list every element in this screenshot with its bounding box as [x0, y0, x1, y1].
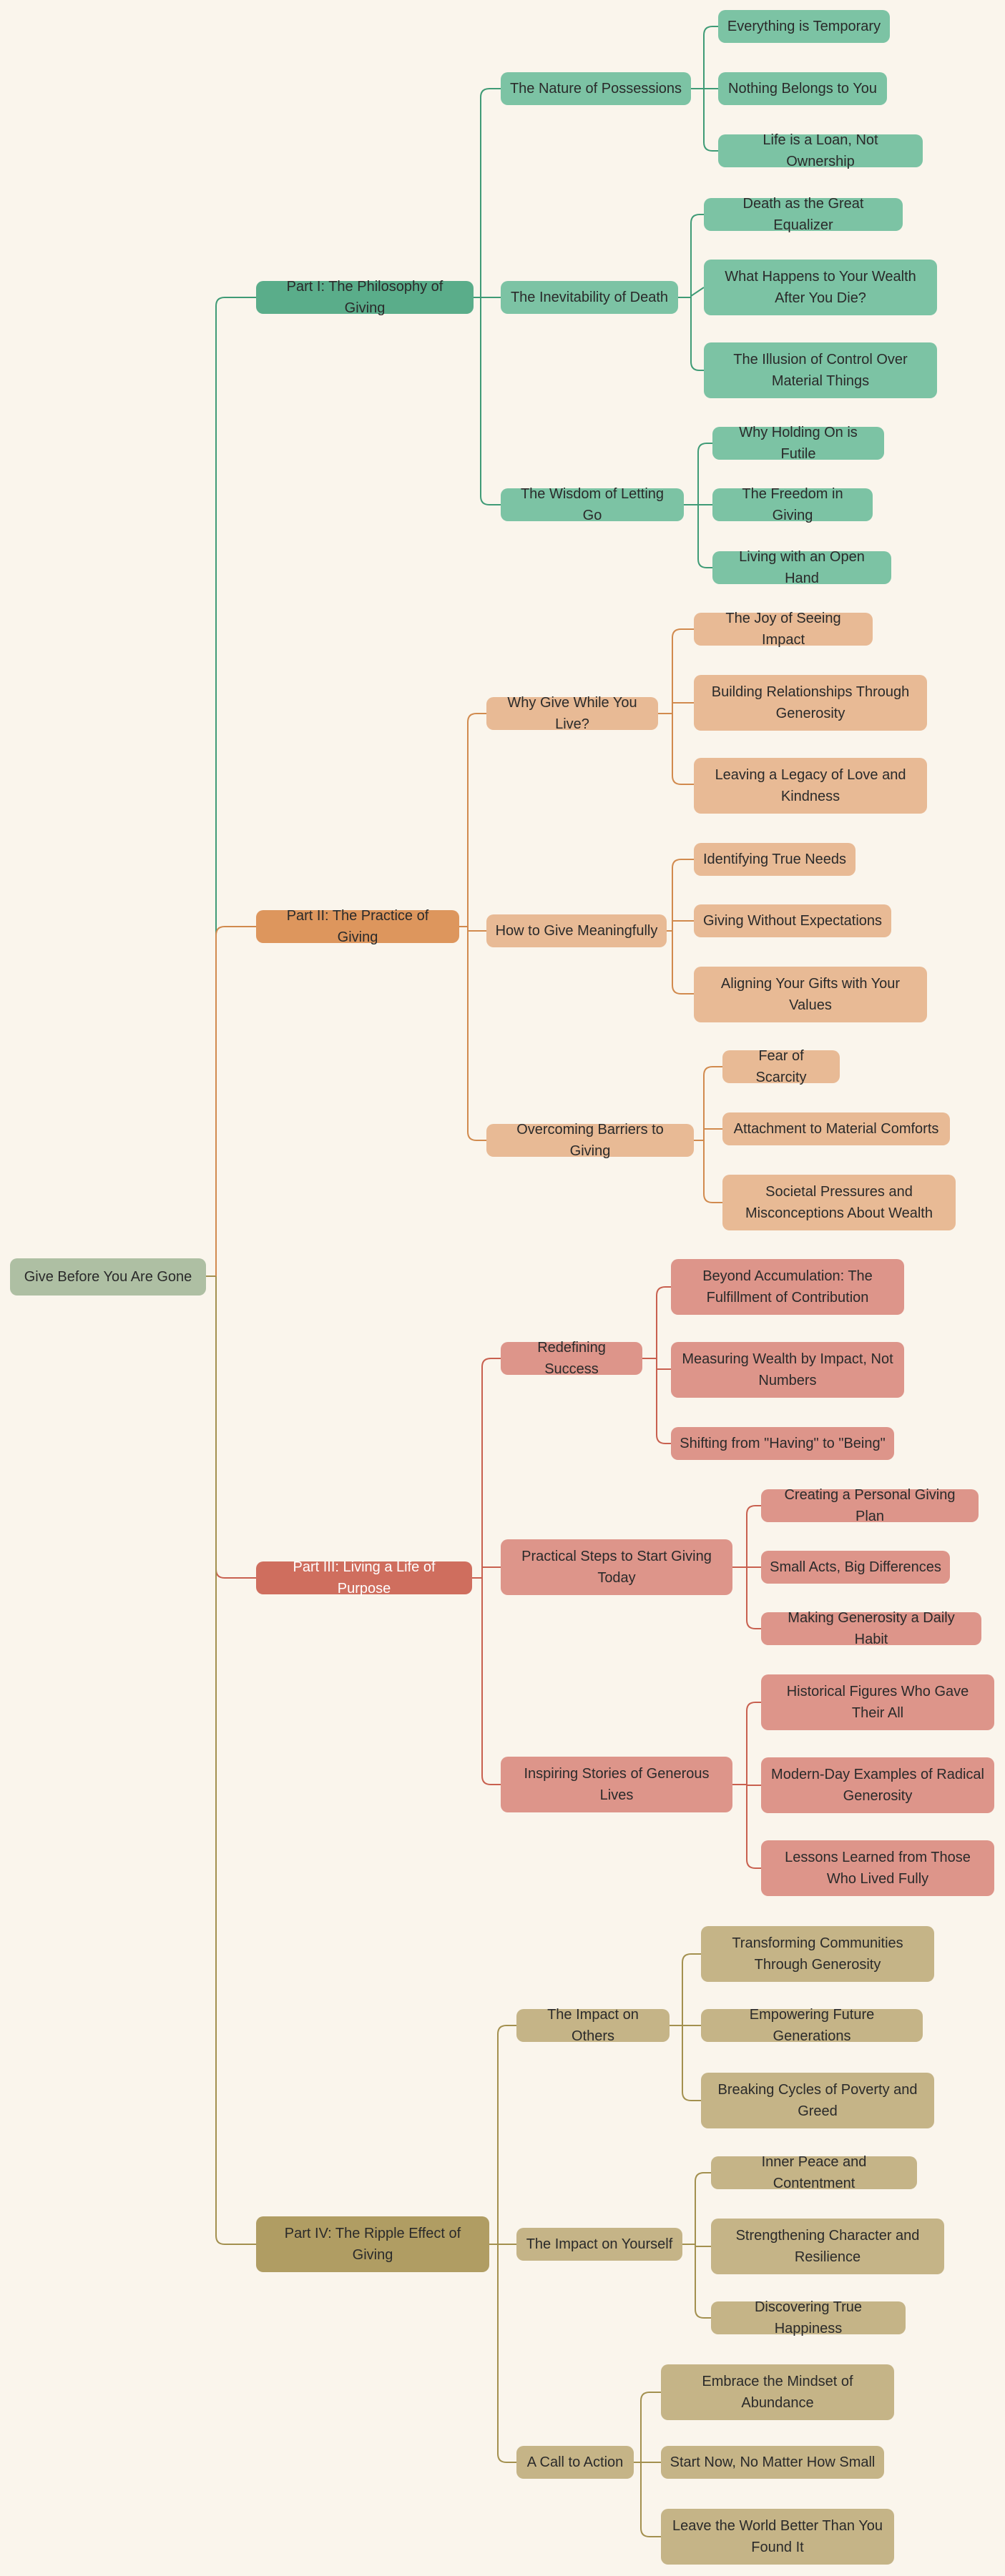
item-daily-habit[interactable]: Making Generosity a Daily Habit: [761, 1610, 981, 1647]
item-beyond-accumulation[interactable]: Beyond Accumulation: The Fulfillment of …: [671, 1259, 904, 1315]
section-why-give-while-live[interactable]: Why Give While You Live?: [486, 695, 658, 732]
item-modern-day-examples[interactable]: Modern-Day Examples of Radical Generosit…: [761, 1757, 994, 1813]
item-material-comforts[interactable]: Attachment to Material Comforts: [722, 1112, 950, 1145]
section-nature-of-possessions[interactable]: The Nature of Possessions: [501, 72, 691, 105]
part-2-node[interactable]: Part II: The Practice of Giving: [256, 908, 459, 945]
item-life-is-a-loan[interactable]: Life is a Loan, Not Ownership: [718, 132, 923, 169]
item-nothing-belongs[interactable]: Nothing Belongs to You: [718, 72, 887, 105]
item-joy-of-impact[interactable]: The Joy of Seeing Impact: [694, 611, 873, 648]
item-small-acts[interactable]: Small Acts, Big Differences: [761, 1551, 950, 1584]
section-overcoming-barriers[interactable]: Overcoming Barriers to Giving: [486, 1122, 694, 1159]
section-impact-on-others[interactable]: The Impact on Others: [516, 2007, 670, 2044]
section-call-to-action[interactable]: A Call to Action: [516, 2446, 634, 2479]
item-without-expectations[interactable]: Giving Without Expectations: [694, 904, 891, 937]
item-mindset-of-abundance[interactable]: Embrace the Mindset of Abundance: [661, 2364, 894, 2420]
item-measuring-wealth[interactable]: Measuring Wealth by Impact, Not Numbers: [671, 1342, 904, 1398]
item-societal-pressures[interactable]: Societal Pressures and Misconceptions Ab…: [722, 1175, 956, 1230]
item-aligning-gifts[interactable]: Aligning Your Gifts with Your Values: [694, 967, 927, 1022]
item-illusion-of-control[interactable]: The Illusion of Control Over Material Th…: [704, 342, 937, 398]
item-identifying-needs[interactable]: Identifying True Needs: [694, 843, 856, 876]
item-lessons-learned[interactable]: Lessons Learned from Those Who Lived Ful…: [761, 1840, 994, 1896]
item-strengthening-character[interactable]: Strengthening Character and Resilience: [711, 2219, 944, 2274]
item-transforming-communities[interactable]: Transforming Communities Through Generos…: [701, 1926, 934, 1982]
section-impact-on-yourself[interactable]: The Impact on Yourself: [516, 2228, 682, 2261]
item-breaking-cycles[interactable]: Breaking Cycles of Poverty and Greed: [701, 2073, 934, 2128]
item-wealth-after-death[interactable]: What Happens to Your Wealth After You Di…: [704, 260, 937, 315]
section-inevitability-of-death[interactable]: The Inevitability of Death: [501, 281, 678, 314]
item-building-relationships[interactable]: Building Relationships Through Generosit…: [694, 675, 927, 731]
item-open-hand[interactable]: Living with an Open Hand: [712, 549, 891, 586]
item-leave-world-better[interactable]: Leave the World Better Than You Found It: [661, 2509, 894, 2565]
section-redefining-success[interactable]: Redefining Success: [501, 1340, 642, 1377]
part-1-node[interactable]: Part I: The Philosophy of Giving: [256, 279, 474, 316]
root-node[interactable]: Give Before You Are Gone: [10, 1258, 206, 1296]
item-giving-plan[interactable]: Creating a Personal Giving Plan: [761, 1487, 979, 1524]
part-4-node[interactable]: Part IV: The Ripple Effect of Giving: [256, 2216, 489, 2272]
section-practical-steps[interactable]: Practical Steps to Start Giving Today: [501, 1539, 732, 1595]
item-having-to-being[interactable]: Shifting from "Having" to "Being": [671, 1427, 894, 1460]
item-holding-on-futile[interactable]: Why Holding On is Futile: [712, 425, 884, 462]
item-future-generations[interactable]: Empowering Future Generations: [701, 2007, 923, 2044]
item-start-now[interactable]: Start Now, No Matter How Small: [661, 2446, 884, 2479]
section-give-meaningfully[interactable]: How to Give Meaningfully: [486, 914, 667, 947]
item-fear-of-scarcity[interactable]: Fear of Scarcity: [722, 1048, 840, 1085]
section-inspiring-stories[interactable]: Inspiring Stories of Generous Lives: [501, 1757, 732, 1812]
item-legacy-of-love[interactable]: Leaving a Legacy of Love and Kindness: [694, 758, 927, 814]
item-inner-peace[interactable]: Inner Peace and Contentment: [711, 2154, 917, 2191]
section-wisdom-letting-go[interactable]: The Wisdom of Letting Go: [501, 486, 684, 523]
item-everything-temporary[interactable]: Everything is Temporary: [718, 10, 890, 43]
part-3-node[interactable]: Part III: Living a Life of Purpose: [256, 1559, 472, 1597]
item-historical-figures[interactable]: Historical Figures Who Gave Their All: [761, 1674, 994, 1730]
item-true-happiness[interactable]: Discovering True Happiness: [711, 2299, 906, 2336]
item-freedom-in-giving[interactable]: The Freedom in Giving: [712, 486, 873, 523]
item-great-equalizer[interactable]: Death as the Great Equalizer: [704, 196, 903, 233]
